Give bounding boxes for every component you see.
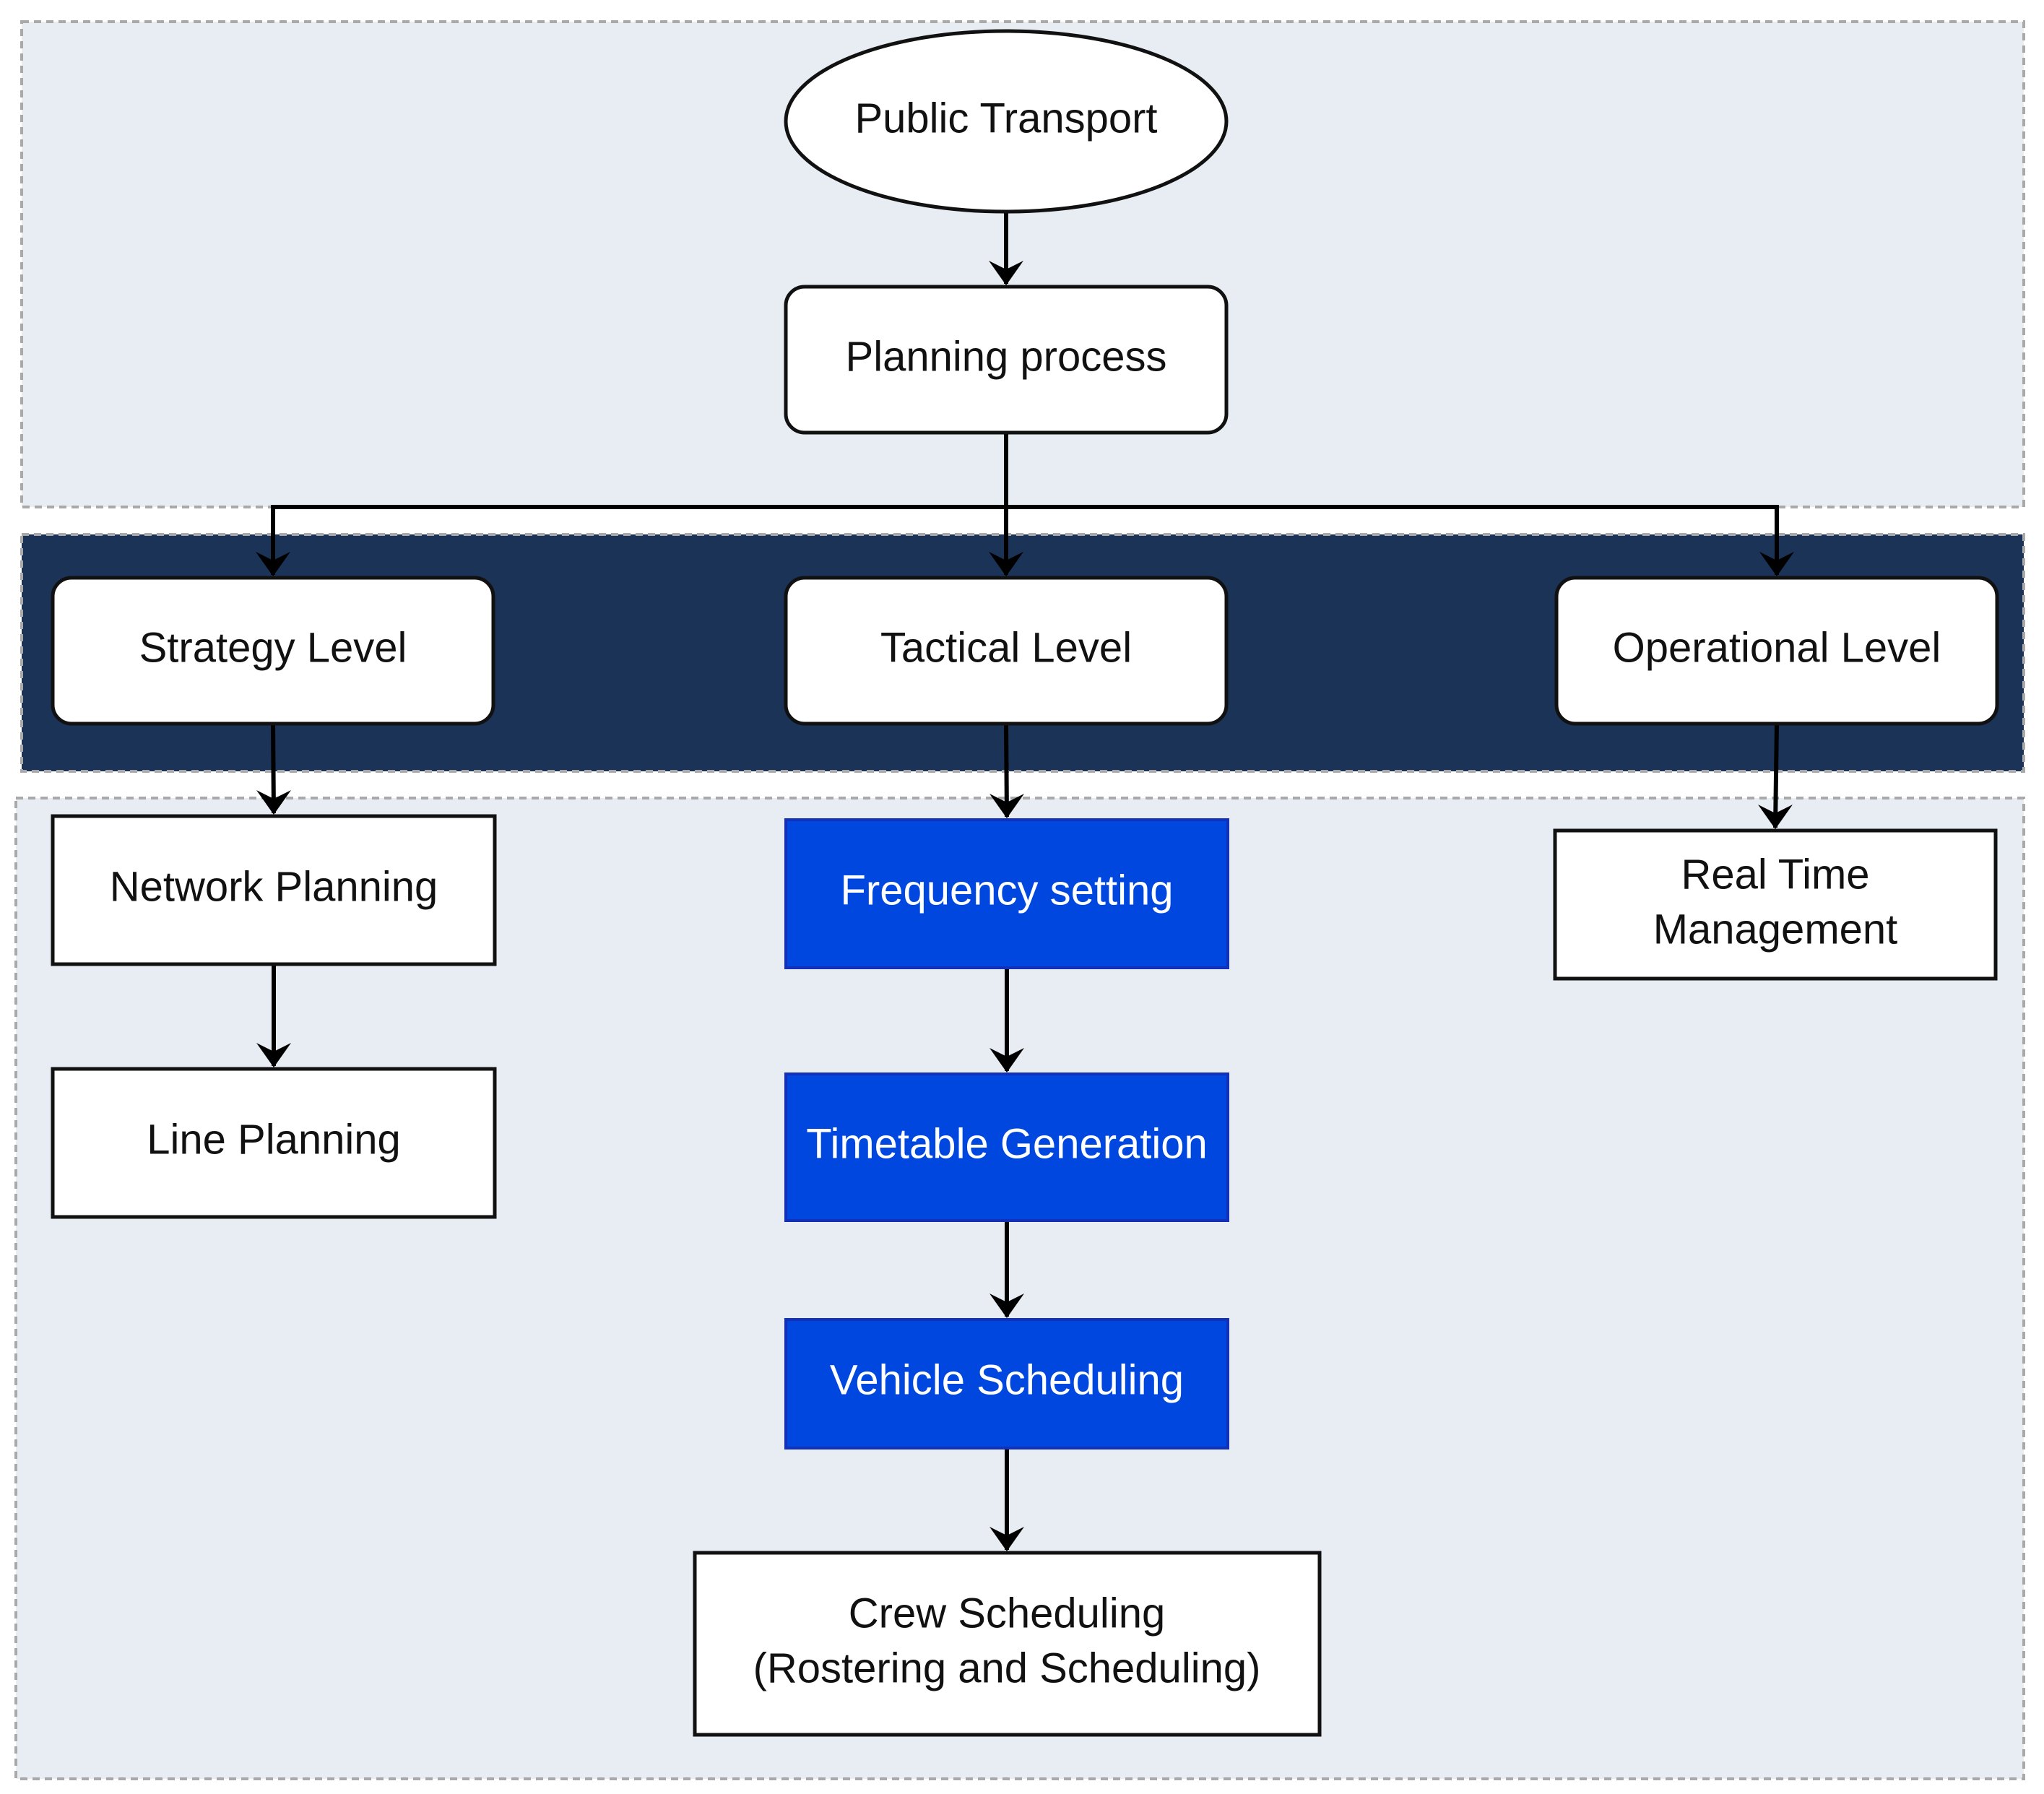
edge-timetable-generation-to-vehicle-scheduling-arrowhead [989,1294,1024,1318]
edge-frequency-setting-to-timetable-generation-arrowhead [989,1048,1024,1072]
arrowheads [256,261,1794,1551]
crew-scheduling-label-line2: (Rostering and Scheduling) [753,1644,1261,1691]
public-transport-ellipse [784,29,1229,214]
edge-strategy-level-to-network-planning [271,723,276,814]
network-planning-label: Network Planning [110,863,438,910]
real-time-management-label-line2: Management [1653,906,1898,953]
real-time-management-node[interactable]: Real Time Management [1553,828,1998,981]
operational-level-label: Operational Level [1613,624,1941,671]
edge-network-planning-to-line-planning-arrowhead [256,1043,291,1067]
edge-planning-process-to-operational-level [1004,433,1779,575]
line-planning-node[interactable]: Line Planning [51,1067,497,1219]
edge-planning-process-to-strategy-level-arrowhead [256,552,290,576]
public-transport-label: Public Transport [854,95,1157,142]
edge-vehicle-scheduling-to-crew-scheduling-arrowhead [989,1527,1024,1551]
edge-strategy-level-to-network-planning-arrowhead [256,790,291,815]
line-planning-box [51,1067,497,1219]
crew-scheduling-node[interactable]: Crew Scheduling (Rostering and Schedulin… [693,1551,1322,1737]
tactical-level-node[interactable]: Tactical Level [784,576,1229,726]
line-planning-label: Line Planning [147,1116,401,1163]
edge-operational-level-to-real-time-management-arrowhead [1758,805,1793,829]
strategy-level-box [51,576,495,726]
tactical-level-label: Tactical Level [880,624,1132,671]
edge-tactical-level-to-frequency-setting-arrowhead [989,794,1024,818]
vehicle-scheduling-node[interactable]: Vehicle Scheduling [784,1318,1229,1450]
tactical-level-box [784,576,1229,726]
operational-level-node[interactable]: Operational Level [1554,576,1999,726]
edge-planning-process-to-tactical-level-arrowhead [989,552,1023,576]
real-time-management-label-line1: Real Time [1681,851,1869,898]
vehicle-scheduling-label: Vehicle Scheduling [830,1356,1184,1403]
public-transport-node[interactable]: Public Transport [784,29,1229,214]
vehicle-scheduling-box [784,1318,1229,1450]
connectors [271,212,1779,1550]
frequency-setting-box [784,818,1229,969]
edge-operational-level-to-real-time-management [1773,723,1779,828]
frequency-setting-label: Frequency setting [840,867,1173,914]
edge-planning-process-to-operational-level-arrowhead [1759,552,1794,576]
network-planning-box [51,814,497,966]
planning-process-node[interactable]: Planning process [784,285,1229,435]
strategy-level-node[interactable]: Strategy Level [51,576,495,726]
strategy-level-label: Strategy Level [139,624,407,671]
timetable-generation-label: Timetable Generation [806,1120,1208,1167]
crew-scheduling-box [693,1551,1322,1737]
real-time-management-box [1553,828,1998,981]
edge-public-transport-to-planning-process-arrowhead [989,261,1023,285]
network-planning-node[interactable]: Network Planning [51,814,497,966]
timetable-generation-node[interactable]: Timetable Generation [784,1072,1229,1222]
frequency-setting-node[interactable]: Frequency setting [784,818,1229,969]
operational-level-box [1554,576,1999,726]
timetable-generation-box [784,1072,1229,1222]
planning-process-box [784,285,1229,435]
edge-tactical-level-to-frequency-setting [1004,723,1009,818]
planning-process-label: Planning process [846,333,1167,380]
crew-scheduling-label-line1: Crew Scheduling [849,1590,1165,1637]
